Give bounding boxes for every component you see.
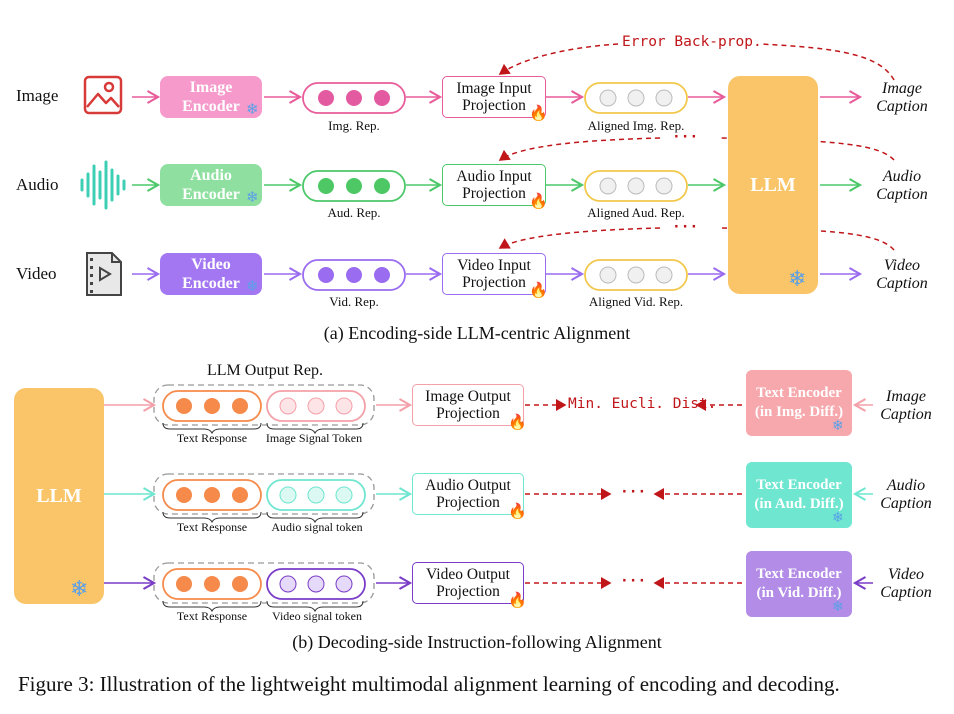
error-backprop-label: Error Back-prop. bbox=[622, 34, 762, 50]
fire-icon: 🔥 bbox=[529, 194, 548, 210]
snowflake-icon: ❄ bbox=[788, 266, 807, 291]
img-rep-label: Img. Rep. bbox=[328, 118, 380, 133]
ellipsis-audio: ··· bbox=[672, 129, 699, 145]
text-response-label: Text Response bbox=[176, 431, 248, 445]
text-encoder-img-diff: Text Encoder(in Img. Diff.) bbox=[746, 370, 852, 436]
aligned-vid-rep-tokens bbox=[584, 259, 688, 291]
aligned-aud-rep-tokens bbox=[584, 170, 688, 202]
text-encoder-vid-diff: Text Encoder(in Vid. Diff.) bbox=[746, 551, 852, 617]
vid-rep-tokens bbox=[302, 259, 406, 291]
aud-output-tokens bbox=[162, 479, 366, 511]
fire-icon: 🔥 bbox=[529, 283, 548, 299]
snowflake-icon: ❄ bbox=[246, 102, 259, 118]
row-label-audio: Audio bbox=[16, 175, 59, 194]
snowflake-icon: ❄ bbox=[70, 576, 89, 601]
decoding-llm: LLM bbox=[14, 388, 104, 604]
image-signal-token-label: Image Signal Token bbox=[265, 431, 363, 445]
snowflake-icon: ❄ bbox=[832, 511, 844, 526]
ellipsis-video-decoding: ··· bbox=[620, 573, 647, 589]
aud-rep-label: Aud. Rep. bbox=[327, 205, 381, 220]
text-response-label: Text Response bbox=[176, 520, 248, 534]
img-rep-tokens bbox=[302, 82, 406, 114]
video-signal-token-label: Video signal token bbox=[272, 609, 362, 623]
snowflake-icon: ❄ bbox=[832, 419, 844, 434]
aligned-img-rep-tokens bbox=[584, 82, 688, 114]
encoding-llm: LLM bbox=[728, 76, 818, 294]
fire-icon: 🔥 bbox=[529, 106, 548, 122]
text-response-label: Text Response bbox=[176, 609, 248, 623]
fire-icon: 🔥 bbox=[508, 504, 527, 520]
image-icon bbox=[83, 75, 123, 115]
subcaption-encoding: (a) Encoding-side LLM-centric Alignment bbox=[323, 323, 631, 343]
fire-icon: 🔥 bbox=[508, 593, 527, 609]
vid-rep-label: Vid. Rep. bbox=[329, 294, 379, 309]
aligned-aud-rep-label: Aligned Aud. Rep. bbox=[587, 205, 685, 220]
img-output-tokens bbox=[162, 390, 366, 422]
video-file-icon bbox=[86, 252, 122, 296]
snowflake-icon: ❄ bbox=[246, 279, 259, 295]
vid-output-tokens bbox=[162, 568, 366, 600]
subcaption-decoding: (b) Decoding-side Instruction-following … bbox=[292, 632, 662, 652]
aud-rep-tokens bbox=[302, 170, 406, 202]
aligned-img-rep-label: Aligned Img. Rep. bbox=[587, 118, 685, 133]
text-encoder-aud-diff: Text Encoder(in Aud. Diff.) bbox=[746, 462, 852, 528]
audio-waveform-icon bbox=[80, 160, 126, 210]
ellipsis-audio-decoding: ··· bbox=[620, 484, 647, 500]
audio-signal-token-label: Audio signal token bbox=[271, 520, 363, 534]
fire-icon: 🔥 bbox=[508, 415, 527, 431]
figure-caption: Figure 3: Illustration of the lightweigh… bbox=[18, 672, 840, 696]
snowflake-icon: ❄ bbox=[246, 190, 259, 206]
llm-output-rep-label: LLM Output Rep. bbox=[207, 362, 323, 379]
row-label-video: Video bbox=[16, 264, 57, 283]
min-eucli-dist-label: Min. Eucli. Dist. bbox=[568, 396, 717, 412]
ellipsis-video: ··· bbox=[672, 219, 699, 235]
aligned-vid-rep-label: Aligned Vid. Rep. bbox=[588, 294, 684, 309]
row-label-image: Image bbox=[16, 86, 59, 105]
snowflake-icon: ❄ bbox=[832, 600, 844, 615]
